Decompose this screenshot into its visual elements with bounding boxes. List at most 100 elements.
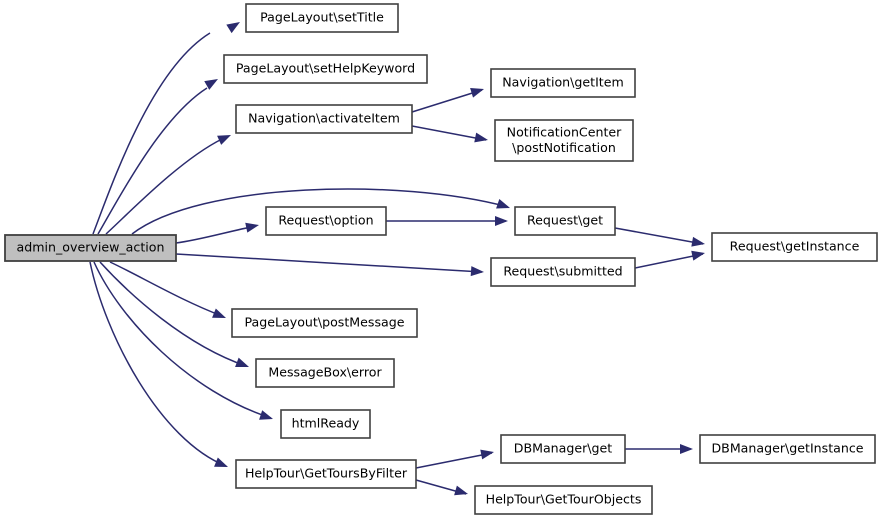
call-edge-helptour_gettoursbyfilter-to-helptour_gettourobjects bbox=[415, 479, 468, 496]
call-edge-dbmanager_get-to-dbmanager_getinstance bbox=[625, 444, 693, 454]
node-click-target[interactable] bbox=[491, 69, 635, 97]
call-edge-navigation_activateitem-to-navigation_getitem bbox=[411, 88, 484, 113]
graph-node-helptour_gettoursbyfilter[interactable]: HelpTour\GetToursByFilter bbox=[235, 459, 417, 489]
graph-node-pagelayout_sethelpkeyword[interactable]: PageLayout\setHelpKeyword bbox=[223, 54, 428, 84]
node-click-target[interactable] bbox=[495, 120, 633, 161]
node-click-target[interactable] bbox=[246, 4, 398, 32]
call-edge-admin_overview_action-to-htmlready bbox=[93, 261, 273, 420]
edge-arrowhead-icon bbox=[204, 79, 218, 90]
graph-node-navigation_activateitem[interactable]: Navigation\activateItem bbox=[235, 104, 413, 134]
call-edge-admin_overview_action-to-pagelayout_postmessage bbox=[109, 261, 226, 318]
call-edge-admin_overview_action-to-pagelayout_settitle bbox=[92, 22, 240, 235]
call-edge-admin_overview_action-to-request_get bbox=[131, 188, 510, 235]
edge-line bbox=[614, 227, 704, 245]
graph-node-htmlready[interactable]: htmlReady bbox=[280, 409, 371, 439]
edge-line bbox=[634, 253, 704, 269]
node-click-target[interactable] bbox=[712, 233, 877, 261]
nodes-layer: admin_overview_action PageLayout\setTitle… bbox=[4, 3, 878, 515]
node-box[interactable] bbox=[494, 119, 634, 162]
edge-arrowhead-icon bbox=[496, 199, 510, 209]
node-box[interactable] bbox=[255, 358, 395, 388]
edge-arrowhead-icon bbox=[226, 22, 240, 34]
edge-arrowhead-icon bbox=[217, 135, 231, 145]
graph-node-dbmanager_getinstance[interactable]: DBManager\getInstance bbox=[699, 434, 876, 464]
edge-line bbox=[411, 89, 483, 113]
node-box[interactable] bbox=[223, 54, 428, 84]
node-box[interactable] bbox=[514, 206, 616, 236]
edge-line bbox=[105, 138, 223, 235]
edge-arrowhead-icon bbox=[480, 449, 494, 460]
edge-line bbox=[175, 253, 483, 273]
edge-arrowhead-icon bbox=[235, 357, 249, 368]
node-box[interactable] bbox=[4, 234, 177, 262]
graph-node-pagelayout_postmessage[interactable]: PageLayout\postMessage bbox=[231, 308, 418, 338]
graph-node-request_get[interactable]: Request\get bbox=[514, 206, 616, 236]
graph-node-navigation_getitem[interactable]: Navigation\getItem bbox=[490, 68, 636, 98]
node-box[interactable] bbox=[280, 409, 371, 439]
node-click-target[interactable] bbox=[266, 207, 386, 235]
call-edge-request_option-to-request_get bbox=[386, 216, 508, 226]
node-click-target[interactable] bbox=[232, 309, 417, 337]
node-click-target[interactable] bbox=[501, 435, 625, 463]
call-edge-admin_overview_action-to-messagebox_error bbox=[99, 261, 249, 368]
edge-line bbox=[92, 32, 211, 235]
edge-line bbox=[99, 261, 247, 367]
call-edge-admin_overview_action-to-navigation_activateitem bbox=[105, 135, 231, 235]
node-click-target[interactable] bbox=[491, 258, 635, 286]
call-edge-navigation_activateitem-to-notificationcenter_postnotification bbox=[411, 125, 488, 143]
graph-node-pagelayout_settitle[interactable]: PageLayout\setTitle bbox=[245, 3, 399, 33]
edge-line bbox=[109, 261, 223, 317]
call-edge-admin_overview_action-to-request_option bbox=[175, 222, 259, 244]
edge-arrowhead-icon bbox=[691, 250, 705, 261]
node-click-target[interactable] bbox=[236, 105, 412, 133]
edge-line bbox=[175, 225, 257, 244]
node-box[interactable] bbox=[235, 104, 413, 134]
call-edge-admin_overview_action-to-request_submitted bbox=[175, 253, 484, 277]
edge-arrowhead-icon bbox=[470, 266, 484, 277]
edge-arrowhead-icon bbox=[680, 444, 693, 454]
graph-node-dbmanager_get[interactable]: DBManager\get bbox=[500, 434, 626, 464]
node-click-target[interactable] bbox=[224, 55, 427, 83]
node-click-target[interactable] bbox=[515, 207, 615, 235]
edge-arrowhead-icon bbox=[474, 132, 488, 143]
graph-node-request_option[interactable]: Request\option bbox=[265, 206, 387, 236]
graph-node-request_getinstance[interactable]: Request\getInstance bbox=[711, 232, 878, 262]
edge-line bbox=[93, 261, 272, 419]
edge-arrowhead-icon bbox=[495, 216, 508, 226]
node-box[interactable] bbox=[500, 434, 626, 464]
edge-line bbox=[89, 261, 227, 467]
graph-node-notificationcenter_postnotification[interactable]: NotificationCenter\postNotification bbox=[494, 119, 634, 162]
call-edge-admin_overview_action-to-helptour_gettoursbyfilter bbox=[89, 261, 228, 467]
node-box[interactable] bbox=[231, 308, 418, 338]
edge-arrowhead-icon bbox=[454, 485, 468, 496]
edge-line bbox=[415, 452, 493, 469]
node-box[interactable] bbox=[245, 3, 399, 33]
edge-line bbox=[97, 87, 208, 235]
node-box[interactable] bbox=[235, 459, 417, 489]
edge-arrowhead-icon bbox=[470, 88, 484, 98]
graph-node-messagebox_error[interactable]: MessageBox\error bbox=[255, 358, 395, 388]
call-edge-admin_overview_action-to-pagelayout_sethelpkeyword bbox=[97, 79, 218, 235]
node-box[interactable] bbox=[699, 434, 876, 464]
node-click-target[interactable] bbox=[281, 410, 370, 438]
node-click-target[interactable] bbox=[5, 235, 176, 261]
edge-arrowhead-icon bbox=[245, 222, 259, 233]
node-click-target[interactable] bbox=[256, 359, 394, 387]
node-click-target[interactable] bbox=[236, 460, 416, 488]
node-box[interactable] bbox=[711, 232, 878, 262]
node-box[interactable] bbox=[474, 485, 653, 515]
edge-line bbox=[131, 188, 509, 235]
graph-node-helptour_gettourobjects[interactable]: HelpTour\GetTourObjects bbox=[474, 485, 653, 515]
call-edge-request_get-to-request_getinstance bbox=[614, 227, 705, 247]
node-box[interactable] bbox=[490, 257, 636, 287]
edges-layer bbox=[89, 22, 705, 496]
node-click-target[interactable] bbox=[700, 435, 875, 463]
graph-node-admin_overview_action[interactable]: admin_overview_action bbox=[4, 234, 177, 262]
node-box[interactable] bbox=[490, 68, 636, 98]
node-box[interactable] bbox=[265, 206, 387, 236]
graph-node-request_submitted[interactable]: Request\submitted bbox=[490, 257, 636, 287]
node-click-target[interactable] bbox=[475, 486, 652, 514]
edge-line bbox=[411, 125, 487, 141]
